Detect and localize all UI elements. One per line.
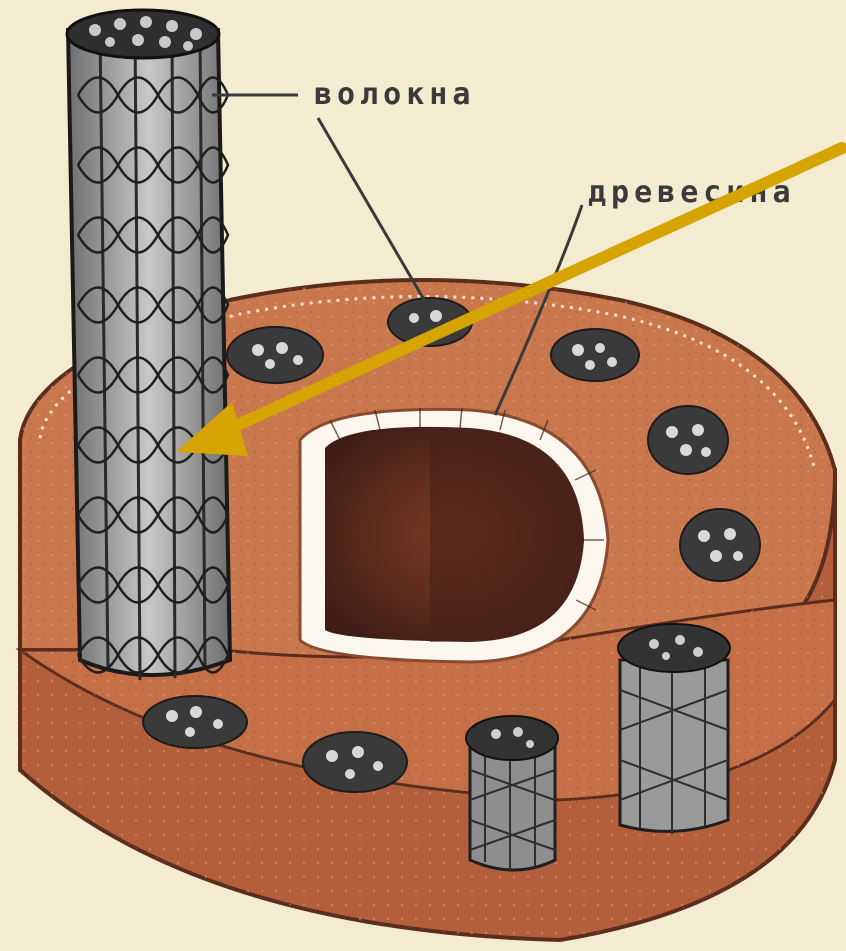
- fiber-bundle: [303, 732, 407, 792]
- protruding-fiber-bundle-middle: [466, 716, 558, 870]
- fiber-bundle: [551, 329, 639, 381]
- fiber-bundle: [227, 327, 323, 383]
- wood-core: [300, 408, 608, 662]
- fiber-bundle: [143, 696, 247, 748]
- protruding-fiber-bundle-right: [618, 624, 730, 834]
- fiber-bundle: [648, 406, 728, 474]
- label-fibers: волокна: [314, 77, 475, 112]
- extracted-fiber-bundle: [67, 10, 230, 680]
- fiber-bundle: [680, 509, 760, 581]
